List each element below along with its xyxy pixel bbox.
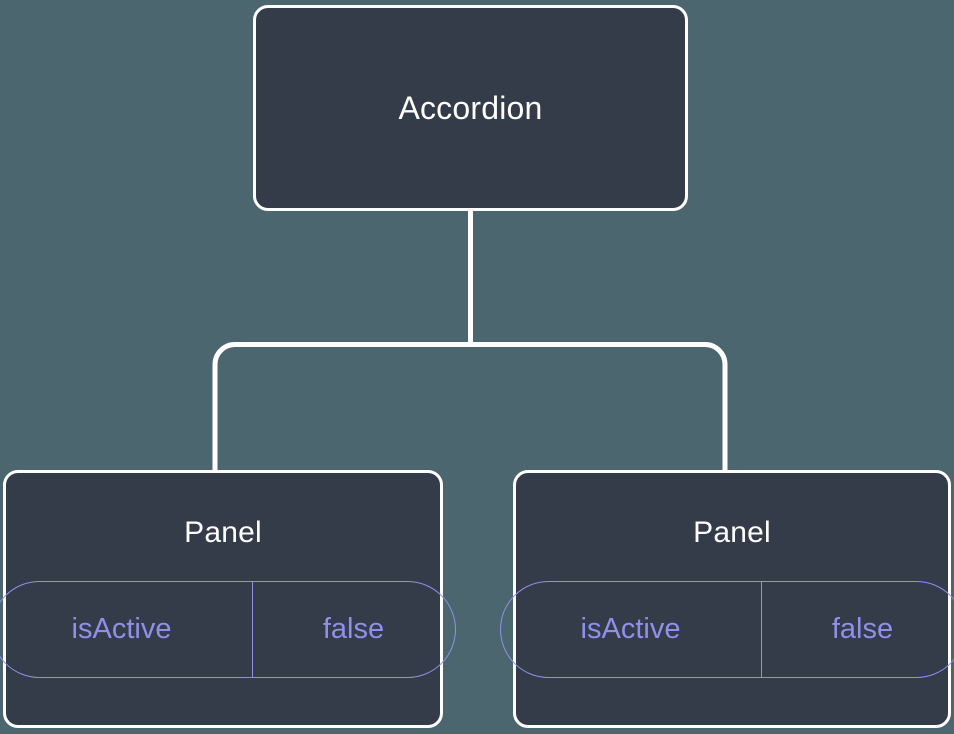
prop-key: isActive [0,582,253,677]
node-panel-right[interactable]: Panel isActive false [499,470,954,728]
prop-badge[interactable]: isActive false [499,581,954,678]
connector-edge-right [470,342,728,471]
node-title: Panel [184,516,262,549]
prop-key: isActive [501,582,762,677]
node-panel-left[interactable]: Panel isActive false [0,470,456,728]
node-accordion[interactable]: Accordion [253,5,688,211]
connector-edge-left [212,342,471,471]
node-title: Accordion [398,90,543,126]
node-title: Panel [693,516,771,549]
prop-badge[interactable]: isActive false [0,581,456,678]
prop-value: false [322,613,385,645]
prop-value: false [831,613,894,645]
